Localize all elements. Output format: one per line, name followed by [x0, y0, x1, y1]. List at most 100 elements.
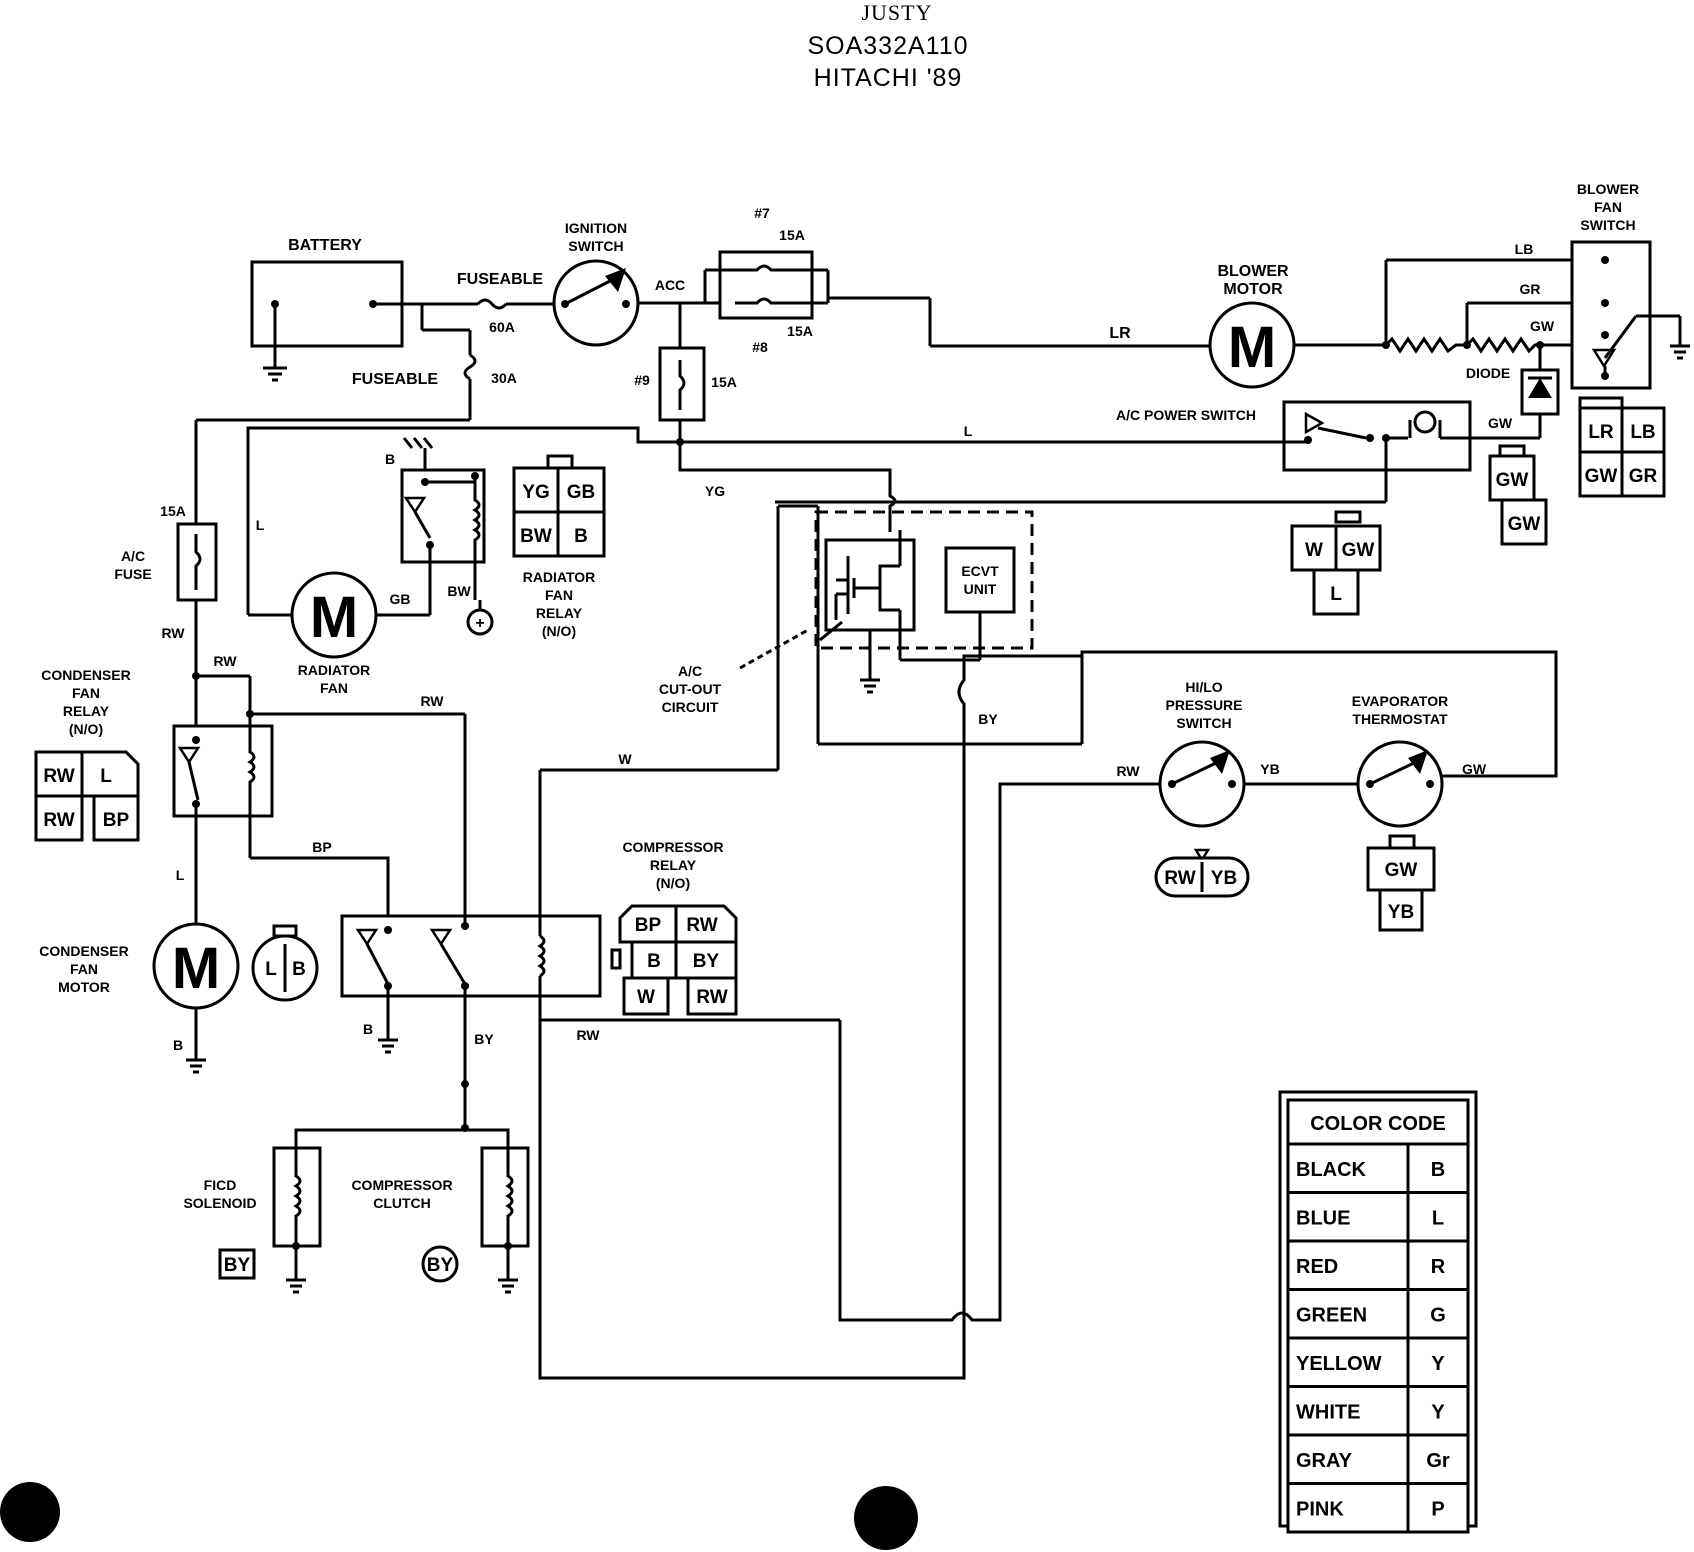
comp-relay-label-3: (N/O): [656, 875, 690, 891]
ficd-label-1: FICD: [204, 1177, 237, 1193]
blower-switch-connector: LR LB GW GR: [1578, 396, 1666, 498]
hilo-connector: RW YB: [1154, 848, 1250, 898]
cond-motor-label-2: FAN: [70, 961, 98, 977]
cutout-label-2: CUT-OUT: [659, 681, 722, 697]
wire-lr-label: LR: [1109, 325, 1131, 342]
ecvt-label-2: UNIT: [964, 581, 997, 597]
binding-hole-left: [0, 1482, 60, 1542]
diode: DIODE GW GW: [1466, 365, 1560, 546]
wire-lb-label: LB: [1515, 241, 1534, 257]
ficd-label-2: SOLENOID: [183, 1195, 256, 1211]
fuse-60a-icon: [476, 298, 508, 310]
comp-relay-label-2: RELAY: [650, 857, 697, 873]
svg-text:BY: BY: [693, 951, 720, 972]
wire-l-cond-label: L: [176, 867, 185, 883]
ficd-connector: BY: [218, 1248, 256, 1280]
cond-motor-label-3: MOTOR: [58, 979, 110, 995]
radiator-relay-connector: YG GB BW B: [512, 454, 606, 558]
color-code-code: B: [1431, 1159, 1445, 1181]
condenser-fan-relay: CONDENSER FAN RELAY (N/O) L RW RW L RW B…: [34, 667, 465, 924]
fuse-7-label: #7: [754, 205, 770, 221]
wire-yg-label: YG: [705, 483, 725, 499]
cond-relay-connector: RW L RW BP: [34, 750, 140, 842]
svg-text:GB: GB: [567, 482, 596, 503]
svg-text:LB: LB: [1630, 422, 1655, 443]
svg-text:GW: GW: [1585, 466, 1618, 487]
ficd-solenoid: FICD SOLENOID BY: [183, 1130, 322, 1294]
ground-icon: [402, 437, 434, 449]
wire-rw-hilo-label: RW: [1116, 763, 1140, 779]
cond-relay-label-3: RELAY: [63, 703, 110, 719]
rad-relay-label-3: RELAY: [536, 605, 583, 621]
svg-text:L: L: [100, 766, 112, 787]
svg-text:L: L: [1330, 584, 1342, 605]
evap-label-2: THERMOSTAT: [1352, 711, 1448, 727]
comp-relay-label-1: COMPRESSOR: [622, 839, 723, 855]
svg-text:BY: BY: [224, 1255, 251, 1276]
cutout-label-3: CIRCUIT: [662, 699, 719, 715]
color-code-name: PINK: [1296, 1499, 1344, 1521]
svg-text:W: W: [637, 987, 655, 1008]
blower-fan-switch: BLOWER FAN SWITCH LR LB GW GR: [1570, 181, 1690, 498]
hilo-label-2: PRESSURE: [1165, 697, 1242, 713]
svg-text:B: B: [647, 951, 661, 972]
fuseable-30-label: FUSEABLE: [352, 371, 439, 388]
color-code-code-cell: [1406, 1191, 1470, 1243]
wire-yb-label: YB: [1260, 761, 1279, 777]
clutch-label-1: COMPRESSOR: [351, 1177, 452, 1193]
cutout-label-1: A/C: [678, 663, 702, 679]
binding-hole-center: [854, 1486, 918, 1550]
radiator-fan-symbol: M: [310, 585, 358, 650]
blower-switch-label-1: BLOWER: [1577, 181, 1639, 197]
svg-text:B: B: [292, 959, 306, 980]
wire-by-mid-label: BY: [978, 711, 998, 727]
svg-text:RW: RW: [43, 766, 74, 787]
header-model: JUSTY: [861, 0, 932, 25]
compressor-relay: COMPRESSOR RELAY (N/O) BP RW B BY W RW: [610, 839, 738, 1016]
diagram-header: JUSTY SOA332A110 HITACHI '89: [807, 0, 967, 92]
wire-rw2-label: RW: [213, 653, 237, 669]
color-code-name: GREEN: [1296, 1305, 1367, 1327]
radiator-fan-label-2: FAN: [320, 680, 348, 696]
cond-relay-label-4: (N/O): [69, 721, 103, 737]
clutch-connector: BY: [421, 1245, 459, 1283]
acc-label: ACC: [655, 277, 685, 293]
svg-text:YB: YB: [1211, 868, 1237, 889]
wire-b-rad-label: B: [385, 451, 395, 467]
color-code-code: L: [1432, 1208, 1444, 1230]
fuse-block-7-8: #7 15A 15A #8: [703, 205, 830, 355]
wire-gb-label: GB: [390, 591, 411, 607]
color-code-name: RED: [1296, 1256, 1338, 1278]
ignition-label-2: SWITCH: [568, 238, 623, 254]
color-code-code-cell: [1406, 1288, 1470, 1340]
wire-gr-label: GR: [1520, 281, 1541, 297]
ground-icon: [1670, 344, 1690, 360]
svg-text:LR: LR: [1588, 422, 1614, 443]
blower-motor-symbol: M: [1228, 315, 1276, 380]
svg-text:GW: GW: [1385, 860, 1418, 881]
wire-by-low-label: BY: [474, 1031, 494, 1047]
blower-motor-label-1: BLOWER: [1217, 263, 1289, 280]
ground-icon: [263, 366, 287, 382]
ac-power-switch-label: A/C POWER SWITCH: [1116, 407, 1256, 423]
color-code-code: Y: [1431, 1353, 1445, 1375]
blower-switch-label-3: SWITCH: [1580, 217, 1635, 233]
wire-bw-label: BW: [447, 583, 471, 599]
ignition-switch: IGNITION SWITCH ACC: [552, 220, 685, 347]
ac-power-switch: A/C POWER SWITCH GW W GW L: [775, 400, 1542, 616]
fuse-9: #9 15A: [634, 303, 737, 446]
wire-rw-low-label: RW: [576, 1027, 600, 1043]
rad-relay-label-4: (N/O): [542, 623, 576, 639]
ground-icon: [860, 678, 880, 694]
blower-motor-label-2: MOTOR: [1223, 281, 1283, 298]
compressor-relay-block: W RW B BY: [340, 504, 840, 1132]
cond-relay-label-1: CONDENSER: [41, 667, 130, 683]
battery-label: BATTERY: [288, 237, 362, 254]
ac-switch-connector: W GW L: [1290, 510, 1382, 616]
cond-motor-symbol: M: [172, 936, 220, 1001]
svg-text:GW: GW: [1508, 514, 1541, 535]
diode-label: DIODE: [1466, 365, 1510, 381]
hilo-label-1: HI/LO: [1185, 679, 1222, 695]
